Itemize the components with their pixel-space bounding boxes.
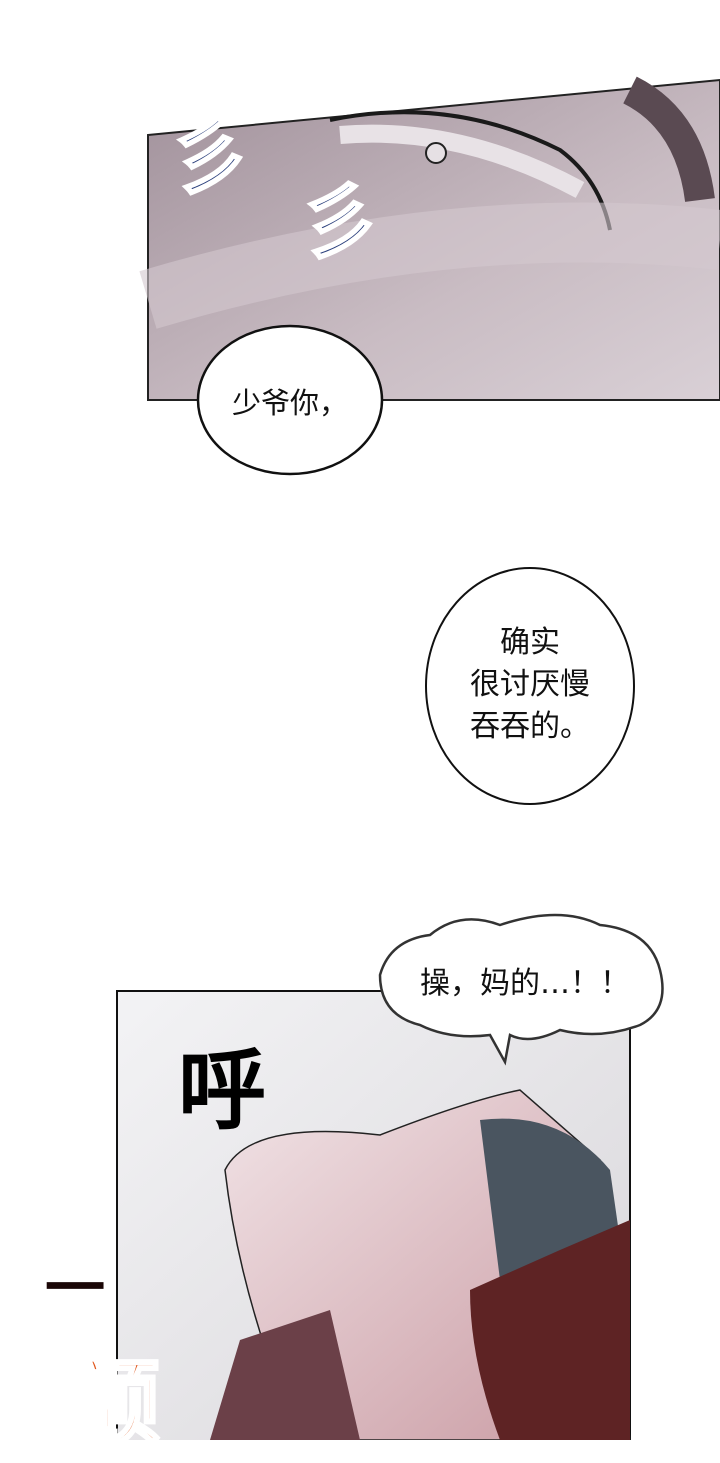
bubble-text-1: 少爷你， — [231, 386, 348, 420]
speech-bubble-3 — [378, 913, 664, 1066]
bubble-text-2: 确实 很讨厌慢 吞吞的。 — [430, 622, 630, 748]
panel-2 — [116, 990, 631, 1440]
sfx-hu: 呼 — [178, 1039, 267, 1142]
sfx-dash: 一 — [45, 1254, 105, 1324]
speech-bubble-2 — [425, 567, 635, 805]
sfx-chan: 颤 — [66, 1350, 161, 1460]
bubble-line: 很讨厌慢 — [470, 667, 590, 702]
panel-1 — [139, 76, 720, 401]
speech-bubble-1 — [196, 324, 384, 476]
bubble-text-3: 操，妈的…！！ — [420, 966, 630, 1001]
bubble-line: 吞吞的。 — [470, 709, 590, 744]
bubble-line: 确实 — [500, 625, 560, 660]
sfx-blue-2: 彡 — [295, 173, 377, 273]
